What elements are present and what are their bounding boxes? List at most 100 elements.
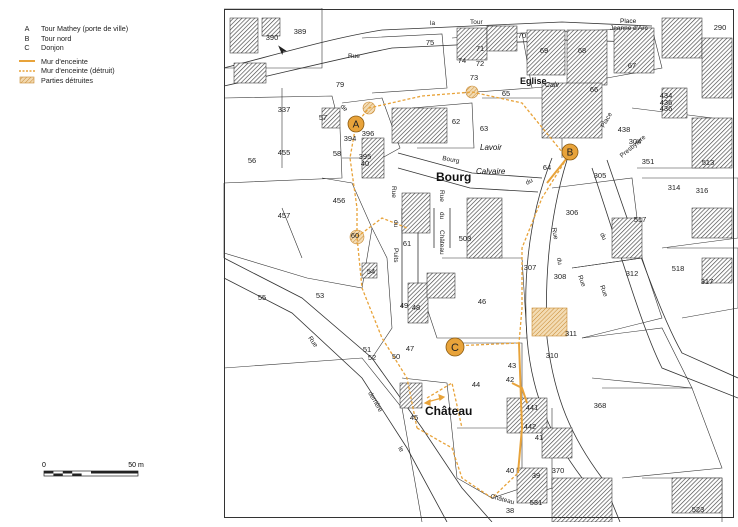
parcel-number: 47 — [406, 344, 414, 353]
parcel-number: 73 — [470, 73, 478, 82]
parcel-number: 46 — [478, 297, 486, 306]
parcel-number: 45 — [410, 413, 418, 422]
label-jeanne: Jeanne d'Arc — [610, 25, 648, 32]
parcel-number: 312 — [626, 269, 639, 278]
label-calv: Calv — [545, 82, 560, 89]
parcel-number: 304 — [629, 137, 642, 146]
parcel-number: 39 — [532, 471, 540, 480]
parcel-number: 49 — [400, 301, 408, 310]
parcel-number: 40 — [506, 466, 514, 475]
parcel-number: 314 — [668, 183, 681, 192]
hatched-box-symbol — [19, 76, 35, 84]
street-label-rue-right: Rue — [550, 227, 559, 240]
parcel-number: 513 — [702, 158, 715, 167]
legend-item-wall: Mur d'enceinte — [19, 57, 167, 67]
parcel-number: 438 — [618, 125, 631, 134]
legend-item-c: C Donjon — [19, 43, 167, 53]
parcel-number: 38 — [506, 506, 514, 515]
parcel-number: 531 — [530, 498, 543, 507]
street-label-rue-puits: Rue — [390, 186, 397, 198]
enceinte-wall — [511, 157, 568, 474]
parcel-number: 518 — [672, 264, 685, 273]
parcel-boundaries — [223, 7, 738, 523]
legend-label: Tour nord — [41, 33, 72, 43]
parcel-number: 441 — [526, 403, 539, 412]
map-legend: A Tour Mathey (porte de ville) B Tour no… — [19, 24, 167, 85]
street-label-la: la — [430, 20, 435, 27]
parcel-number: 337 — [278, 105, 291, 114]
parcel-number: 317 — [701, 277, 714, 286]
street-label-du-pres: du — [598, 232, 608, 242]
parcel-number: 54 — [367, 267, 375, 276]
legend-item-a: A Tour Mathey (porte de ville) — [19, 24, 167, 34]
parcel-number: 308 — [554, 272, 567, 281]
street-label-bourg: Bourg — [442, 155, 461, 165]
street-label-rue-left: Rue — [306, 335, 319, 349]
parcel-number: 305 — [594, 171, 607, 180]
legend-label: Mur d'enceinte — [41, 56, 88, 66]
parcel-number: 311 — [565, 329, 577, 338]
street-label-chateau-st: Château — [438, 230, 445, 255]
legend-item-b: B Tour nord — [19, 34, 167, 44]
wall-arrow — [423, 394, 446, 406]
marker-label: C — [451, 342, 459, 354]
parcel-number: 50 — [392, 352, 400, 361]
marker-a: A — [347, 115, 365, 133]
marker-b: B — [561, 143, 579, 161]
parcel-number: 457 — [278, 211, 291, 220]
legend-item-destroyed-parts: Parties détruites — [19, 76, 167, 86]
legend-key: C — [24, 43, 30, 52]
label-bourg: Bourg — [436, 170, 471, 184]
buildings — [229, 17, 733, 523]
parcel-number: 65 — [502, 89, 510, 98]
parcel-number: 351 — [642, 157, 655, 166]
street-label-rue-chateau: Rue — [438, 190, 445, 202]
north-arrow-icon — [278, 45, 287, 55]
parcel-number: 55 — [258, 293, 266, 302]
parcel-number: 316 — [696, 186, 709, 195]
parcel-number: 517 — [634, 215, 647, 224]
destroyed-parts — [349, 85, 568, 337]
parcel-number: 70 — [518, 31, 526, 40]
parcel-number: 57 — [319, 113, 327, 122]
street-label-du: du — [525, 177, 535, 187]
parcel-number: 51 — [363, 345, 371, 354]
parcel-number: 44 — [472, 380, 480, 389]
parcel-number: 40 — [361, 159, 369, 168]
label-lavoir: Lavoir — [480, 143, 502, 152]
parcel-number: 436 — [660, 104, 673, 113]
street-label-du-right: du — [555, 257, 563, 266]
legend-item-wall-destroyed: Mur d'enceinte (détruit) — [19, 66, 167, 76]
parcel-number: 48 — [412, 303, 420, 312]
parcel-number: 394 — [344, 134, 357, 143]
parcel-number: 368 — [594, 401, 607, 410]
parcel-number: 390 — [266, 33, 279, 42]
legend-label: Parties détruites — [41, 75, 93, 85]
parcel-number: 389 — [294, 27, 307, 36]
cadastral-map: A B C Bourg Château Eglise Lavoir Calvai… — [222, 7, 738, 523]
parcel-number: 67 — [628, 61, 636, 70]
marker-label: B — [567, 148, 574, 159]
parcel-number: 66 — [590, 85, 598, 94]
street-label-tour: Tour — [470, 19, 483, 26]
parcel-number: 69 — [540, 46, 548, 55]
street-label-de: de — [339, 103, 349, 113]
parcel-number: 42 — [506, 375, 514, 384]
street-label-puits: Puits — [392, 248, 399, 263]
street-label-rue-far: Rue — [598, 284, 609, 298]
parcel-number: 310 — [546, 351, 559, 360]
dashed-line-symbol — [19, 67, 35, 74]
parcel-number: 442 — [524, 422, 537, 431]
parcel-number: 72 — [476, 59, 484, 68]
enceinte-wall-destroyed — [349, 91, 568, 499]
parcel-number: 75 — [426, 38, 434, 47]
parcel-number: 290 — [714, 23, 727, 32]
parcel-number: 434 — [660, 91, 673, 100]
legend-label: Mur d'enceinte (détruit) — [41, 66, 115, 75]
parcel-number: 523 — [692, 505, 705, 514]
marker-c: C — [445, 337, 465, 357]
parcel-number: 58 — [333, 149, 341, 158]
parcel-number: 43 — [508, 361, 516, 370]
parcel-number: 436 — [660, 98, 673, 107]
parcel-number: 64 — [543, 163, 551, 172]
